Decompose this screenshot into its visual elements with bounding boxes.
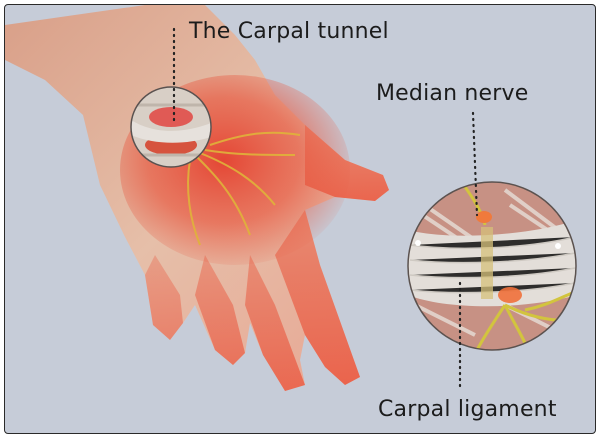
zoom-lens-large	[405, 180, 585, 360]
hand-illustration	[5, 5, 595, 433]
diagram-frame: The Carpal tunnel Median nerve Carpal li…	[4, 4, 596, 434]
zoom-lens-small	[131, 87, 211, 167]
label-carpal-tunnel: The Carpal tunnel	[189, 19, 389, 44]
label-carpal-ligament: Carpal ligament	[378, 397, 557, 422]
label-median-nerve: Median nerve	[376, 81, 529, 106]
